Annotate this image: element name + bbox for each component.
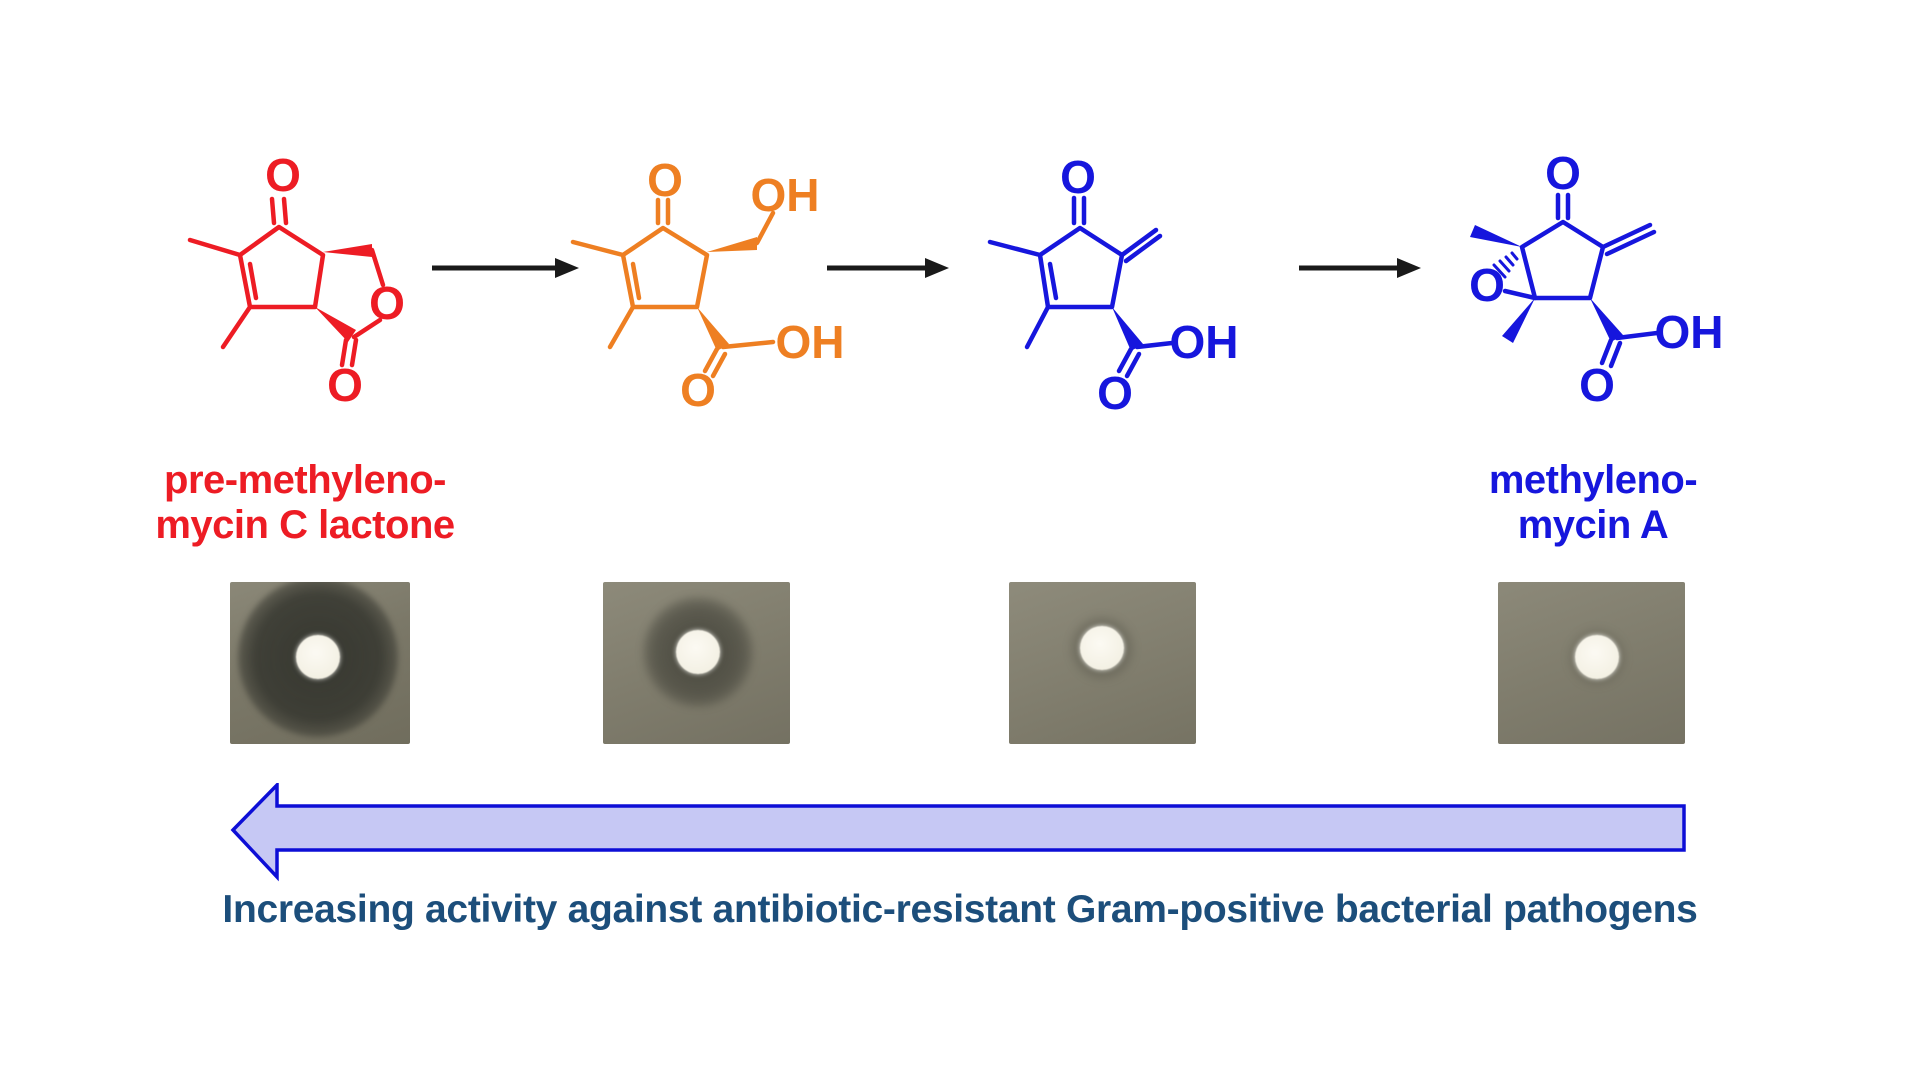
figure-caption: Increasing activity against antibiotic-r… [222, 888, 1698, 931]
atom-label-lactone-oxygen: O [327, 359, 363, 411]
wedge-bond [323, 244, 372, 257]
acid-oh-bond [1134, 340, 1175, 350]
wedge-bond [1112, 307, 1143, 351]
atom-label-epoxide-oxygen: O [1469, 259, 1505, 311]
structure-pre-methylenomycin-c-lactone: O O O [187, 149, 405, 411]
ring-double-bond [630, 261, 642, 301]
atom-label-ketone-oxygen: O [647, 154, 683, 206]
atom-label-ring-oxygen: O [369, 277, 405, 329]
exo-methylene-double-bond [1600, 222, 1653, 250]
acid-carbonyl-double-bond [1599, 337, 1614, 366]
atom-label-acid-oxygen: O [1097, 367, 1133, 419]
antibiotic-disc [1080, 626, 1124, 670]
wedge-bond [315, 307, 356, 342]
methyl-bond [987, 239, 1043, 258]
cyclopentanone-ring [1519, 219, 1606, 301]
cyclopentenone-ring [620, 225, 710, 310]
reaction-arrow-2 [827, 258, 949, 278]
lactone-carbonyl-double-bond [349, 337, 359, 368]
wedge-bond [707, 237, 757, 252]
acid-oh-bond [720, 339, 776, 350]
acid-carbonyl-double-bond [702, 346, 720, 374]
reaction-arrow-3 [1299, 258, 1421, 278]
wedge-bond [1590, 298, 1623, 342]
wedge-methyl [1470, 225, 1522, 247]
exo-methylene-double-bond [1604, 229, 1657, 257]
atom-label-acid-oxygen: O [1579, 359, 1615, 411]
ring-double-bond [1047, 261, 1059, 301]
atom-label-ketone-oxygen: O [1060, 151, 1096, 203]
arrowhead [925, 258, 949, 278]
atom-label-acid-hydroxyl: OH [776, 316, 845, 368]
label-line-2: mycin A [1517, 503, 1669, 547]
structure-methylene-intermediate: O OH O [987, 151, 1239, 419]
methyl-bond [220, 304, 253, 350]
activity-trend-arrow [230, 783, 1686, 882]
acid-carbonyl-double-bond [1116, 346, 1134, 374]
assay-plate-2 [603, 582, 790, 744]
exo-methylene-double-bond [1123, 233, 1163, 264]
label-pre-methylenomycin-c-lactone: pre-methyleno- mycin C lactone [105, 458, 505, 548]
ketone-double-bond [281, 196, 289, 226]
methyl-bond [1024, 304, 1051, 350]
label-line-2: mycin C lactone [155, 503, 455, 547]
antibiotic-disc [1575, 635, 1619, 679]
exo-methylene-double-bond [1119, 227, 1159, 258]
assay-plate-4 [1498, 582, 1685, 744]
antibiotic-disc [296, 635, 340, 679]
structure-hydroxymethyl-intermediate: O OH OH O [570, 154, 845, 416]
atom-label-ketone-oxygen: O [265, 149, 301, 201]
label-methylenomycin-a: methyleno- mycin A [1393, 458, 1793, 548]
atom-label-acid-oxygen: O [680, 364, 716, 416]
hydroxymethyl-bond [754, 210, 776, 246]
wedge-bond [697, 307, 729, 351]
methyl-bond [187, 237, 243, 258]
cyclopentenone-ring [237, 224, 326, 310]
lactone-ring-bond [351, 317, 383, 340]
lactone-carbonyl-double-bond [339, 337, 349, 368]
antibiotic-disc [676, 630, 720, 674]
assay-plate-1 [230, 582, 410, 744]
lactone-ring-bond [369, 247, 386, 288]
acid-carbonyl-double-bond [1608, 340, 1623, 369]
acid-oh-bond [1614, 330, 1660, 341]
left-arrow-shape [230, 783, 1686, 882]
epoxide-bond [1502, 288, 1538, 301]
reaction-arrow-1 [432, 258, 579, 278]
ketone-double-bond [269, 196, 277, 226]
structure-methylenomycin-a: O O OH O [1469, 147, 1724, 411]
label-line-1: pre-methyleno- [164, 458, 446, 502]
atom-label-ketone-oxygen: O [1545, 147, 1581, 199]
arrowhead [555, 258, 579, 278]
epoxide-hashed-bond [1492, 251, 1519, 279]
wedge-methyl [1502, 298, 1535, 343]
arrowhead [1397, 258, 1421, 278]
assay-plate-3 [1009, 582, 1196, 744]
atom-label-acid-hydroxyl: OH [1170, 316, 1239, 368]
atom-label-acid-hydroxyl: OH [1655, 306, 1724, 358]
atom-label-hydroxyl: OH [751, 169, 820, 221]
methyl-bond [570, 239, 626, 258]
acid-carbonyl-double-bond [710, 351, 728, 379]
label-line-1: methyleno- [1488, 458, 1698, 502]
methyl-bond [607, 304, 636, 350]
ring-double-bond [247, 261, 259, 301]
cyclopentenone-ring [1037, 225, 1125, 310]
acid-carbonyl-double-bond [1124, 351, 1142, 379]
